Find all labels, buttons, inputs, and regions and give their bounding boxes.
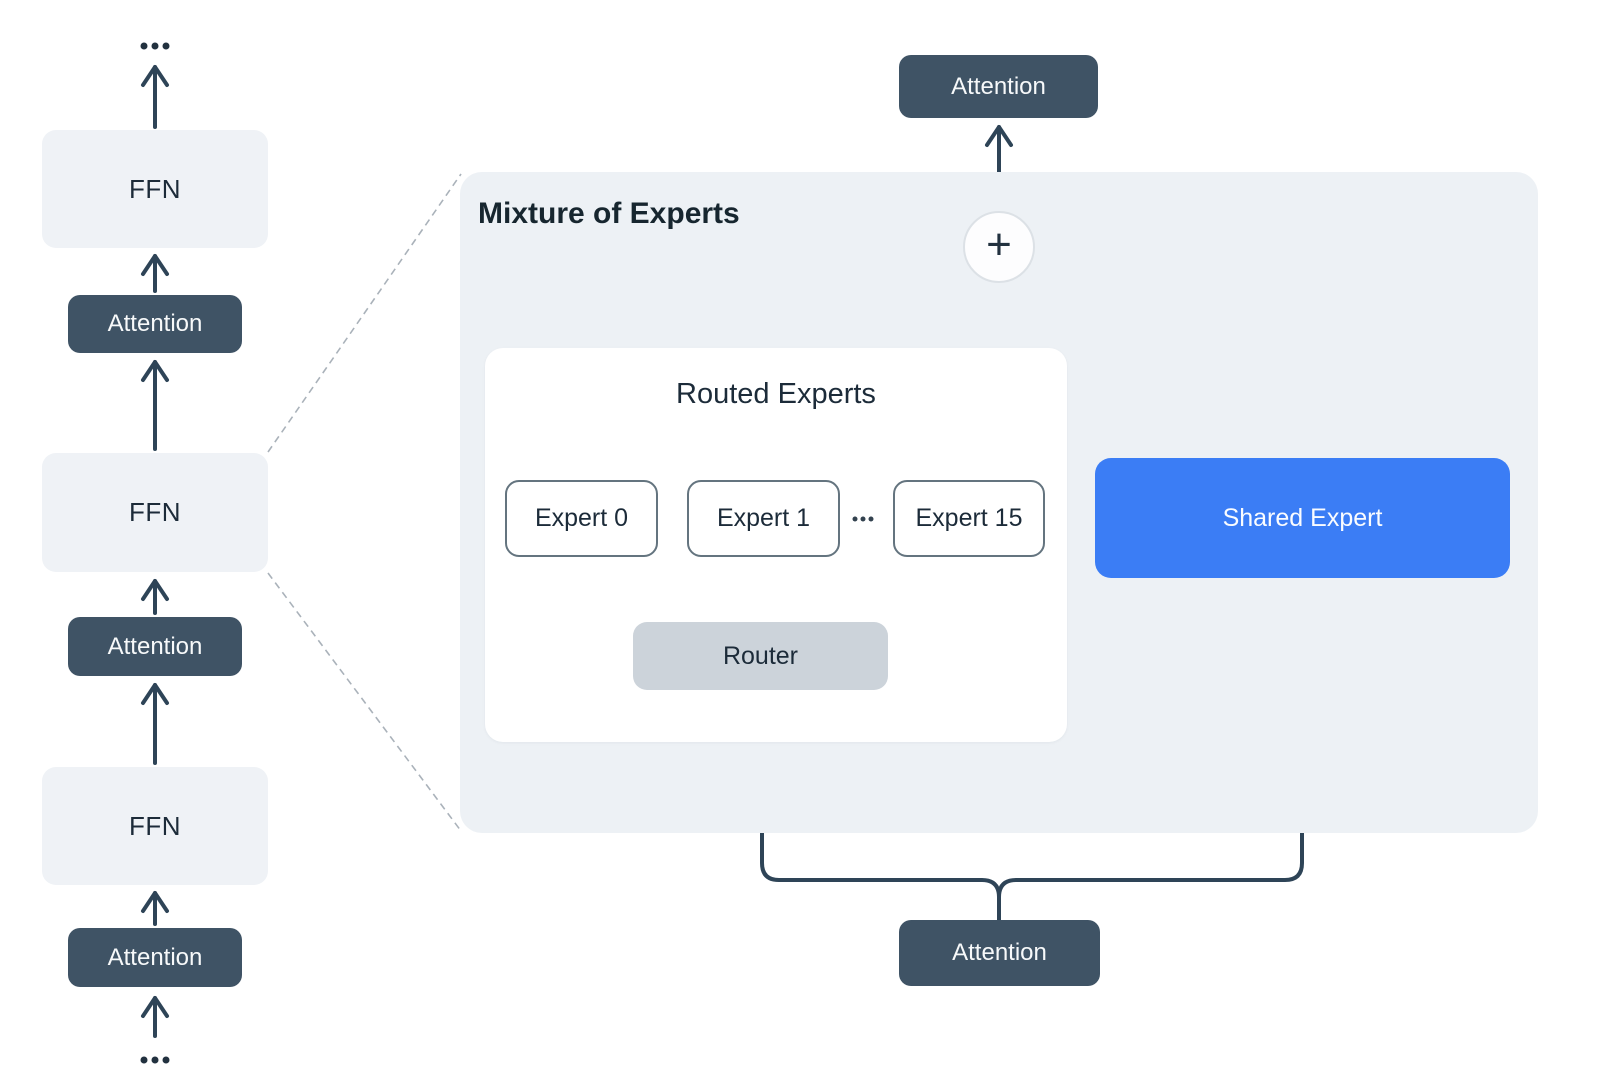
attention-block-moe-input: Attention [899, 920, 1100, 986]
attention-label: Attention [952, 939, 1047, 966]
attention-label: Attention [107, 943, 203, 971]
attention-block-middle: Attention [68, 617, 242, 676]
ffn-label: FFN [128, 810, 182, 841]
expert-15-label: Expert 15 [915, 504, 1023, 532]
ffn-block-top: FFN [42, 130, 268, 248]
attention-block-lower: Attention [68, 928, 242, 987]
expert-0-label: Expert 0 [534, 504, 629, 532]
shared-expert-label: Shared Expert [1222, 503, 1383, 532]
plus-icon: + [986, 220, 1012, 269]
ffn-block-middle-exploded: FFN [42, 453, 268, 572]
sum-node: + [963, 211, 1035, 283]
ellipsis-icon [140, 42, 170, 50]
dashed-guide-top [267, 173, 462, 453]
attention-block-upper: Attention [68, 295, 242, 353]
dashed-guide-bottom [267, 572, 462, 832]
routed-experts-title: Routed Experts [676, 378, 876, 410]
router-box: Router [633, 622, 888, 690]
moe-title: Mixture of Experts [478, 197, 740, 230]
attention-label: Attention [107, 310, 203, 337]
ffn-label: FFN [128, 173, 182, 204]
attention-block-moe-output: Attention [899, 55, 1098, 118]
ffn-block-bottom: FFN [42, 767, 268, 885]
router-label: Router [722, 641, 799, 670]
attention-label: Attention [107, 632, 203, 660]
ffn-label: FFN [128, 497, 182, 527]
attention-label: Attention [951, 72, 1046, 100]
expert-1-label: Expert 1 [716, 504, 811, 532]
shared-expert-box: Shared Expert [1095, 458, 1510, 578]
ellipsis-icon [140, 1056, 170, 1064]
expert-1-box: Expert 1 [687, 480, 840, 557]
expert-15-box: Expert 15 [893, 480, 1045, 557]
ellipsis-icon [852, 516, 874, 522]
expert-0-box: Expert 0 [505, 480, 658, 557]
